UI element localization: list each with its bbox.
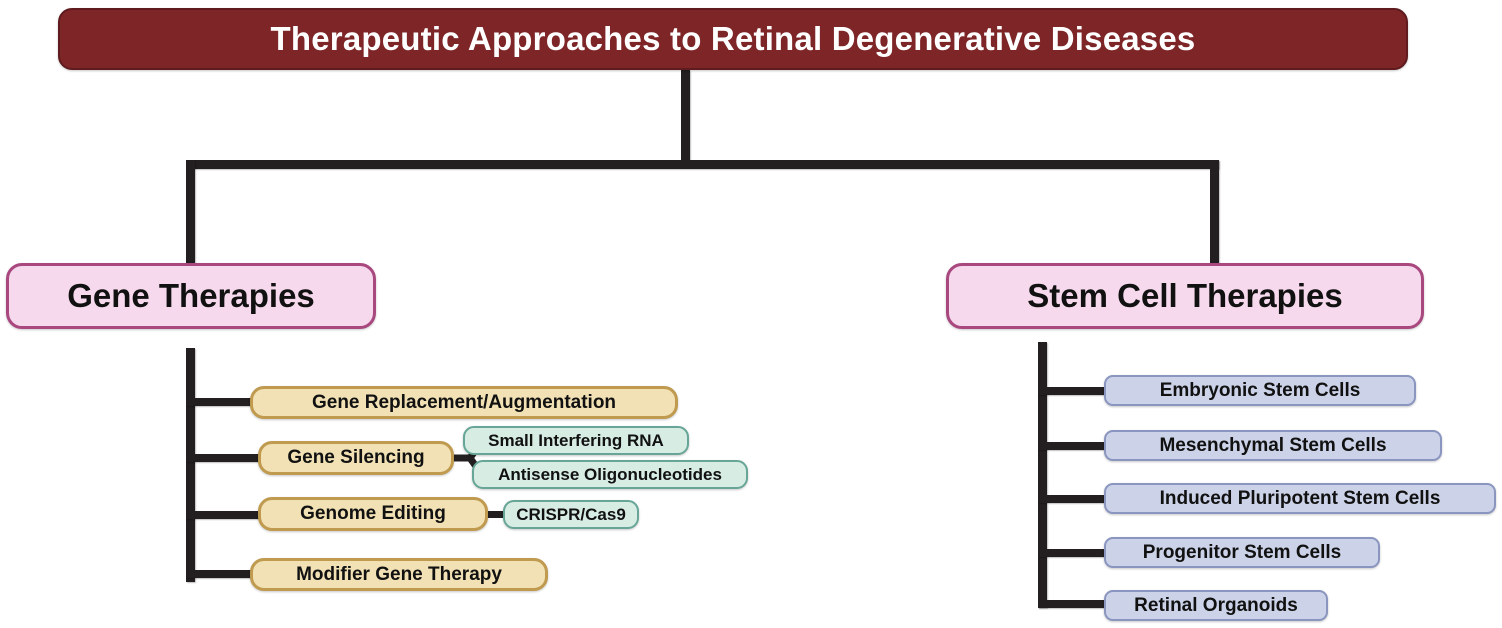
node-small-interfering-rna[interactable]: Small Interfering RNA: [463, 426, 689, 455]
connector-gene-stub-2: [186, 454, 262, 462]
connector-stem-stub-2: [1038, 442, 1106, 450]
connector-gene-spine: [186, 348, 195, 582]
node-induced-pluripotent-stem-cells[interactable]: Induced Pluripotent Stem Cells: [1104, 483, 1496, 514]
connector-gene-stub-3: [186, 511, 262, 519]
node-mesenchymal-stem-cells[interactable]: Mesenchymal Stem Cells: [1104, 430, 1442, 461]
node-crispr-cas9[interactable]: CRISPR/Cas9: [503, 500, 639, 529]
connector-root-trunk: [681, 70, 690, 165]
node-gene-silencing[interactable]: Gene Silencing: [258, 441, 454, 475]
connector-stem-stub-5: [1038, 600, 1106, 608]
connector-stem-stub-3: [1038, 495, 1106, 503]
connector-root-span: [186, 160, 1219, 169]
connector-drop-stem: [1210, 160, 1219, 265]
root-title-box[interactable]: Therapeutic Approaches to Retinal Degene…: [58, 8, 1408, 70]
node-retinal-organoids[interactable]: Retinal Organoids: [1104, 590, 1328, 621]
connector-stem-stub-4: [1038, 549, 1106, 557]
node-embryonic-stem-cells[interactable]: Embryonic Stem Cells: [1104, 375, 1416, 406]
connector-genome-editing-crispr: [486, 511, 506, 518]
branch-stem-cell-therapies[interactable]: Stem Cell Therapies: [946, 263, 1424, 329]
node-gene-replacement-augmentation[interactable]: Gene Replacement/Augmentation: [250, 386, 678, 419]
connector-stem-stub-1: [1038, 387, 1106, 395]
connector-gene-stub-4: [186, 570, 252, 578]
node-antisense-oligonucleotides[interactable]: Antisense Oligonucleotides: [472, 460, 748, 489]
connector-stem-spine: [1038, 342, 1047, 608]
node-progenitor-stem-cells[interactable]: Progenitor Stem Cells: [1104, 537, 1380, 568]
connector-drop-gene: [186, 160, 195, 265]
connector-gene-stub-1: [186, 398, 252, 406]
branch-gene-therapies[interactable]: Gene Therapies: [6, 263, 376, 329]
node-genome-editing[interactable]: Genome Editing: [258, 497, 488, 531]
node-modifier-gene-therapy[interactable]: Modifier Gene Therapy: [250, 558, 548, 591]
